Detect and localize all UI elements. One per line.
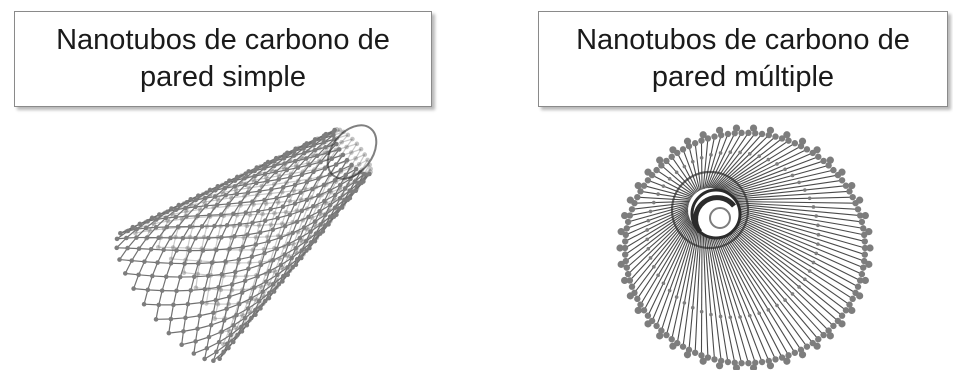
single-wall-nanotube-icon xyxy=(0,0,476,370)
panel-single-wall: Nanotubos de carbono de pared simple xyxy=(0,0,476,370)
panel-multi-wall: Nanotubos de carbono de pared múltiple xyxy=(520,0,953,370)
multi-wall-nanotube-icon xyxy=(520,0,953,370)
